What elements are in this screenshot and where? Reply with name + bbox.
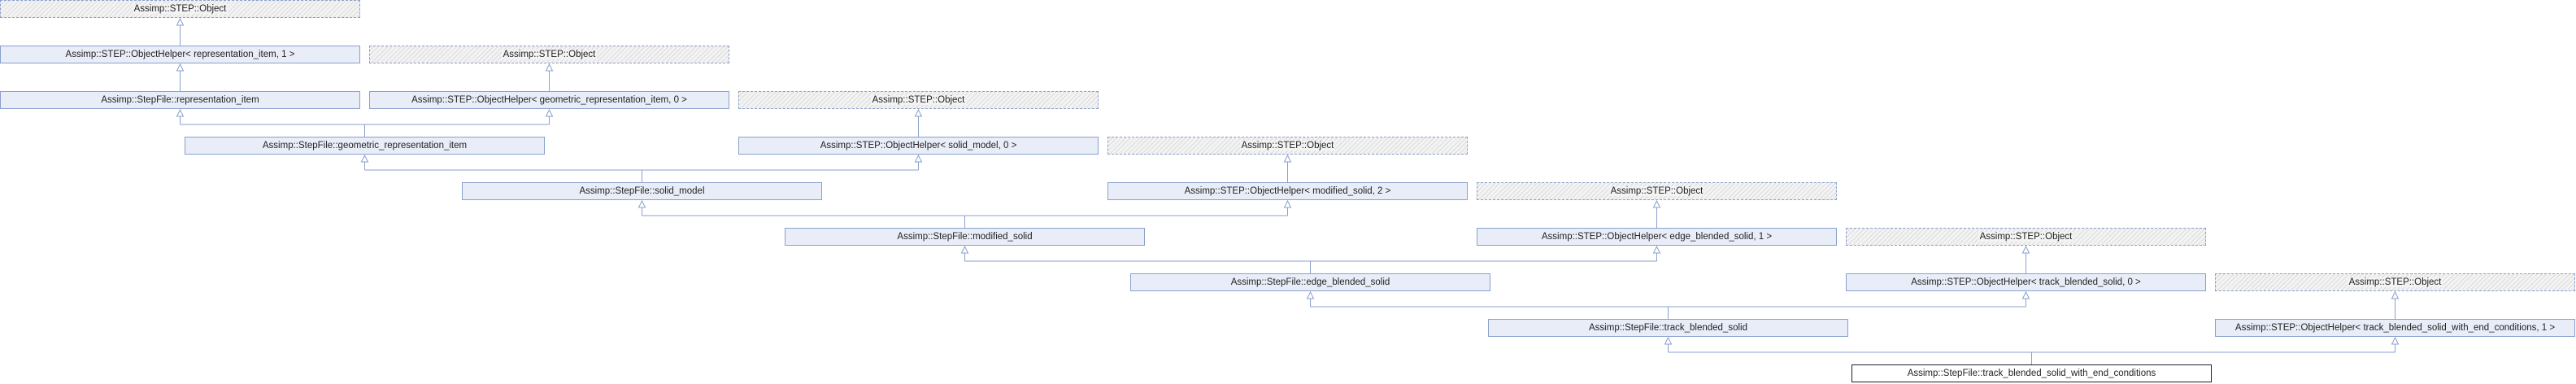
- class-node-gri[interactable]: Assimp::StepFile::geometric_representati…: [185, 137, 545, 155]
- arrow-ri-oh_ri: [176, 63, 185, 72]
- arrow-tbswec-tbs: [1664, 336, 1673, 345]
- class-node-label: Assimp::StepFile::solid_model: [579, 186, 705, 196]
- class-node-oh-gri[interactable]: Assimp::STEP::ObjectHelper< geometric_re…: [369, 91, 729, 109]
- arrow-oh_ri-obj_a: [176, 17, 185, 26]
- arrow-oh_ebs-obj_e: [1652, 199, 1661, 208]
- arrow-oh_ms-obj_d: [1283, 154, 1292, 163]
- class-node-ebs[interactable]: Assimp::StepFile::edge_blended_solid: [1130, 273, 1490, 291]
- class-node-obj-a[interactable]: Assimp::STEP::Object: [0, 0, 360, 18]
- arrow-oh_tbswec-obj_g: [2391, 290, 2400, 299]
- class-node-label: Assimp::STEP::Object: [1239, 141, 1336, 151]
- class-node-label: Assimp::STEP::Object: [501, 50, 598, 59]
- class-node-label: Assimp::StepFile::track_blended_solid: [1589, 323, 1747, 333]
- arrow-ebs-oh_ebs: [1652, 245, 1661, 254]
- class-node-tbswec: Assimp::StepFile::track_blended_solid_wi…: [1852, 364, 2212, 382]
- arrow-gri-oh_gri: [545, 108, 554, 117]
- class-node-oh-tbswec[interactable]: Assimp::STEP::ObjectHelper< track_blende…: [2215, 319, 2575, 337]
- class-node-label: Assimp::StepFile::track_blended_solid_wi…: [1907, 369, 2156, 378]
- class-node-label: Assimp::STEP::ObjectHelper< solid_model,…: [820, 141, 1017, 151]
- class-node-tbs[interactable]: Assimp::StepFile::track_blended_solid: [1488, 319, 1848, 337]
- class-node-oh-ri[interactable]: Assimp::STEP::ObjectHelper< representati…: [0, 46, 360, 63]
- class-node-label: Assimp::STEP::ObjectHelper< track_blende…: [2234, 323, 2556, 333]
- class-node-label: Assimp::StepFile::representation_item: [101, 95, 259, 105]
- arrow-sm-oh_sm: [914, 154, 923, 163]
- class-node-oh-sm[interactable]: Assimp::STEP::ObjectHelper< solid_model,…: [738, 137, 1099, 155]
- arrow-oh_sm-obj_c: [914, 108, 923, 117]
- arrow-tbswec-oh_tbswec: [2391, 336, 2400, 345]
- arrow-ebs-ms: [960, 245, 969, 254]
- class-node-ri[interactable]: Assimp::StepFile::representation_item: [0, 91, 360, 109]
- arrow-tbs-oh_tbs: [2021, 290, 2030, 299]
- class-node-label: Assimp::STEP::Object: [2347, 277, 2443, 287]
- class-node-obj-f[interactable]: Assimp::STEP::Object: [1846, 228, 2206, 246]
- class-node-obj-b[interactable]: Assimp::STEP::Object: [369, 46, 729, 63]
- class-node-label: Assimp::STEP::ObjectHelper< geometric_re…: [411, 95, 687, 105]
- arrow-oh_tbs-obj_f: [2021, 245, 2030, 254]
- arrow-ms-oh_ms: [1283, 199, 1292, 208]
- class-node-label: Assimp::STEP::Object: [1608, 186, 1705, 196]
- class-node-oh-ms[interactable]: Assimp::STEP::ObjectHelper< modified_sol…: [1107, 182, 1468, 200]
- class-node-label: Assimp::STEP::Object: [132, 4, 228, 14]
- class-node-label: Assimp::STEP::Object: [1978, 232, 2074, 242]
- class-node-oh-tbs[interactable]: Assimp::STEP::ObjectHelper< track_blende…: [1846, 273, 2206, 291]
- class-node-label: Assimp::STEP::ObjectHelper< edge_blended…: [1541, 232, 1773, 242]
- arrow-tbs-ebs: [1306, 290, 1315, 299]
- class-node-sm[interactable]: Assimp::StepFile::solid_model: [462, 182, 822, 200]
- arrow-sm-gri: [360, 154, 369, 163]
- class-node-label: Assimp::STEP::ObjectHelper< modified_sol…: [1184, 186, 1391, 196]
- class-node-obj-c[interactable]: Assimp::STEP::Object: [738, 91, 1099, 109]
- arrow-gri-ri: [176, 108, 185, 117]
- class-node-label: Assimp::STEP::ObjectHelper< track_blende…: [1911, 277, 2141, 287]
- arrow-oh_gri-obj_b: [545, 63, 554, 72]
- class-node-obj-g[interactable]: Assimp::STEP::Object: [2215, 273, 2575, 291]
- class-node-label: Assimp::StepFile::edge_blended_solid: [1230, 277, 1390, 287]
- arrow-ms-sm: [637, 199, 646, 208]
- class-node-obj-d[interactable]: Assimp::STEP::Object: [1107, 137, 1468, 155]
- class-node-label: Assimp::STEP::Object: [870, 95, 967, 105]
- class-node-label: Assimp::STEP::ObjectHelper< representati…: [65, 50, 295, 59]
- class-node-oh-ebs[interactable]: Assimp::STEP::ObjectHelper< edge_blended…: [1477, 228, 1837, 246]
- class-node-ms[interactable]: Assimp::StepFile::modified_solid: [785, 228, 1145, 246]
- class-node-label: Assimp::StepFile::geometric_representati…: [262, 141, 468, 151]
- class-node-obj-e[interactable]: Assimp::STEP::Object: [1477, 182, 1837, 200]
- class-node-label: Assimp::StepFile::modified_solid: [897, 232, 1033, 242]
